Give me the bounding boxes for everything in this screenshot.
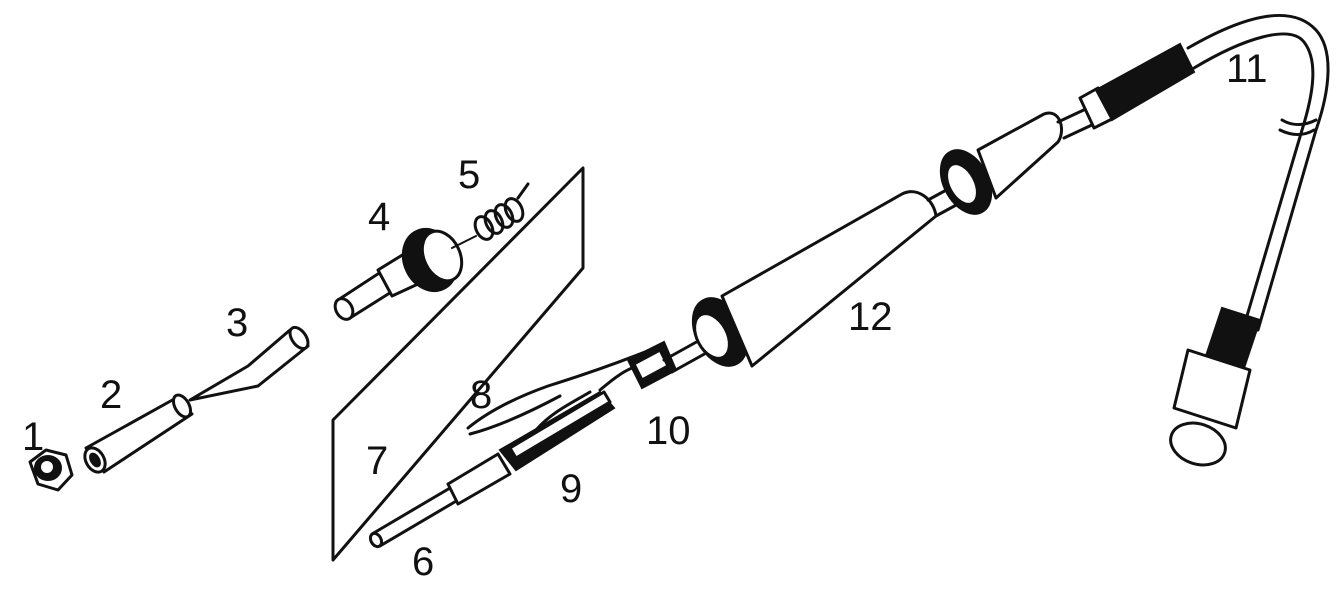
callout-10: 10	[646, 409, 691, 453]
callout-8: 8	[470, 373, 492, 417]
part-1-hex-nut	[28, 448, 74, 492]
part-3-tip	[188, 325, 310, 402]
part-6-heating-element	[368, 452, 512, 549]
part-5-spring	[473, 182, 530, 241]
callout-9: 9	[560, 467, 582, 511]
callout-12: 12	[848, 295, 893, 339]
part-12-handle	[662, 106, 1096, 374]
callout-7: 7	[366, 439, 388, 483]
callout-2: 2	[100, 373, 122, 417]
callout-4: 4	[368, 195, 390, 239]
part-11-cable	[1078, 14, 1330, 467]
callout-5: 5	[458, 153, 480, 197]
part-2-sleeve	[83, 393, 194, 474]
callout-6: 6	[412, 540, 434, 584]
part-4-knurled-nut	[333, 227, 477, 321]
callout-3: 3	[226, 301, 248, 345]
callout-1: 1	[22, 415, 44, 459]
callout-11: 11	[1226, 47, 1268, 91]
parts-8-9-10-wiring-assembly	[466, 340, 678, 472]
part-7-panel	[331, 166, 585, 562]
